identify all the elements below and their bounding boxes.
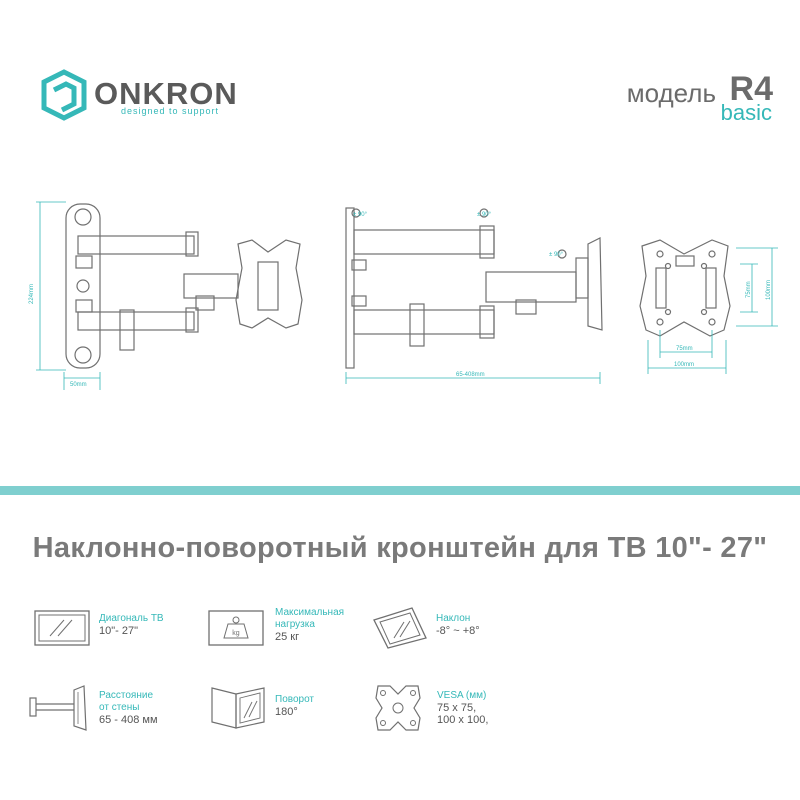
divider-band bbox=[0, 486, 800, 495]
weight-icon: kg bbox=[208, 610, 264, 646]
depth-dimension-label: 50mm bbox=[70, 382, 87, 388]
spec-distance-label-2: от стены bbox=[99, 702, 140, 713]
side-view-drawing: 224mm 50mm ± 90° ± 90° ± 90° 65-408mm bbox=[29, 201, 778, 390]
swivel-icon bbox=[211, 687, 265, 729]
wall-distance-icon bbox=[29, 685, 87, 731]
vesa-plate-icon bbox=[375, 685, 421, 731]
vesa-75-height-label: 75mm bbox=[746, 281, 752, 298]
spec-swivel-label: Поворот bbox=[275, 694, 314, 705]
spec-diagonal-value: 10"- 27" bbox=[99, 625, 138, 637]
swivel-label-3: ± 90° bbox=[549, 252, 564, 258]
spec-tilt-value: -8° ~ +8° bbox=[436, 625, 480, 637]
spec-diagonal-label: Диагональ ТВ bbox=[99, 613, 164, 624]
vesa-100-height-label: 100mm bbox=[766, 280, 772, 300]
onkron-logo-icon bbox=[41, 69, 87, 121]
vesa-75-width-label: 75mm bbox=[676, 346, 693, 352]
weight-icon-mark: kg bbox=[232, 630, 240, 637]
spec-vesa-value-1: 75 x 75, bbox=[437, 702, 477, 714]
swivel-label-1: ± 90° bbox=[353, 212, 368, 218]
model-subtitle: basic bbox=[720, 100, 772, 125]
tv-diagonal-icon bbox=[34, 610, 90, 646]
model-number: R4 bbox=[729, 70, 773, 108]
height-dimension-label: 224mm bbox=[29, 284, 35, 304]
spec-load-label-2: нагрузка bbox=[275, 619, 315, 630]
model-label: модель bbox=[626, 78, 716, 108]
extension-dimension-label: 65-408mm bbox=[456, 372, 485, 378]
brand-tagline: designed to support bbox=[121, 106, 220, 116]
spec-distance-label-1: Расстояние bbox=[99, 690, 154, 701]
spec-vesa-value-2: 100 x 100, bbox=[437, 714, 489, 726]
spec-swivel-value: 180° bbox=[275, 706, 298, 718]
brand-name: ONKRON bbox=[94, 76, 238, 111]
vesa-100-width-label: 100mm bbox=[674, 362, 694, 368]
spec-distance-value: 65 - 408 мм bbox=[99, 714, 158, 726]
spec-load-value: 25 кг bbox=[275, 631, 300, 643]
spec-tilt-label: Наклон bbox=[436, 613, 471, 624]
page-headline: Наклонно-поворотный кронштейн для ТВ 10"… bbox=[32, 532, 768, 564]
swivel-label-2: ± 90° bbox=[477, 212, 492, 218]
tilt-icon bbox=[373, 607, 427, 649]
spec-vesa-label: VESA (мм) bbox=[437, 690, 487, 701]
spec-load-label-1: Максимальная bbox=[275, 607, 345, 618]
